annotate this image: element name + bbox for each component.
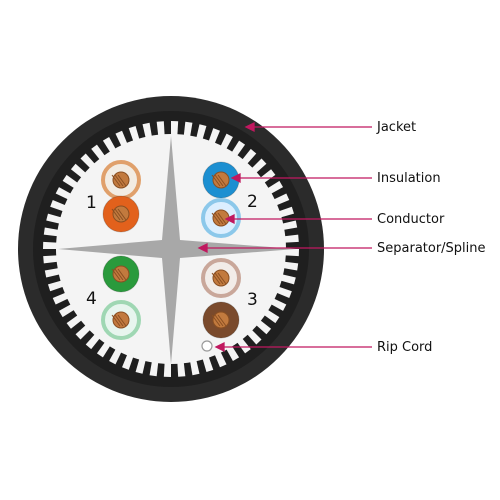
leader-jacket-arrow [244, 121, 255, 133]
leader-ripcord-arrow [214, 341, 225, 353]
conductor-strand [114, 208, 124, 221]
jacket-tooth [48, 280, 66, 292]
jacket-tooth [43, 227, 61, 237]
jacket-tooth [189, 358, 200, 376]
conductor-strand [111, 314, 121, 327]
conductor-strand [214, 212, 224, 225]
label-rip-cord: Rip Cord [377, 340, 432, 355]
jacket-tooth [163, 360, 171, 377]
jacket-tooth [281, 261, 299, 271]
jacket-tooth [278, 273, 296, 285]
conductor-strand [211, 314, 221, 327]
twisted-pairs: 1 2 3 4 [86, 160, 258, 340]
jacket-tooth [183, 121, 193, 139]
conductor-strand [214, 272, 224, 285]
rip-cord [201, 340, 213, 352]
jacket-tooth [202, 354, 214, 372]
jacket-tooth [171, 121, 179, 138]
conductor-strand [217, 212, 227, 225]
conductor-strand [214, 174, 224, 187]
jacket-tooth [282, 234, 299, 243]
conductor-strand [217, 174, 227, 187]
conductor-strand [211, 174, 221, 187]
conductor-strand [114, 174, 124, 187]
label-insulation: Insulation [377, 171, 441, 186]
jacket-tooth [282, 249, 299, 257]
conductor-strand [211, 272, 221, 285]
conductor-strand [111, 268, 121, 281]
conductor-strand [211, 212, 221, 225]
jacket-tooth [46, 213, 64, 225]
jacket-tooth [43, 255, 60, 264]
jacket-tooth [43, 241, 60, 249]
conductor-strand [117, 314, 127, 327]
conductor-strand [117, 268, 127, 281]
jacket-tooth [156, 121, 165, 138]
leader-separator-arrow [197, 242, 208, 254]
jacket-tooth [280, 220, 298, 231]
conductor-strand [217, 314, 227, 327]
conductor-strand [117, 208, 127, 221]
pair-3-number: 3 [247, 290, 258, 310]
separator-spline [58, 136, 296, 364]
leader-insulation-arrow [230, 172, 241, 184]
conductor-strand [111, 174, 121, 187]
conductor-strand [111, 208, 121, 221]
jacket-tooth [195, 124, 207, 142]
conductor-strand [114, 268, 124, 281]
pair-2-number: 2 [247, 192, 258, 212]
pair-2: 2 [201, 161, 258, 238]
label-separator-spline: Separator/Spline [377, 241, 486, 256]
jacket-tooth [276, 206, 294, 218]
pair-3: 3 [201, 258, 258, 339]
conductor-strand [214, 314, 224, 327]
jacket-tooth [128, 126, 140, 144]
jacket-tooth [135, 356, 147, 374]
label-jacket: Jacket [376, 120, 416, 135]
jacket-tooth [149, 359, 159, 377]
conductor-strand [114, 314, 124, 327]
leader-conductor-arrow [224, 213, 235, 225]
pair-1-number: 1 [86, 193, 97, 213]
conductor-strand [117, 174, 127, 187]
jacket-tooth [142, 122, 153, 140]
callout-leaders [197, 121, 372, 353]
label-conductor: Conductor [377, 212, 445, 227]
pair-4: 4 [86, 255, 141, 340]
jacket-tooth [177, 360, 186, 377]
jacket-tooth [44, 267, 62, 278]
conductor-strand [217, 272, 227, 285]
pair-1: 1 [86, 160, 141, 233]
pair-4-number: 4 [86, 289, 97, 309]
